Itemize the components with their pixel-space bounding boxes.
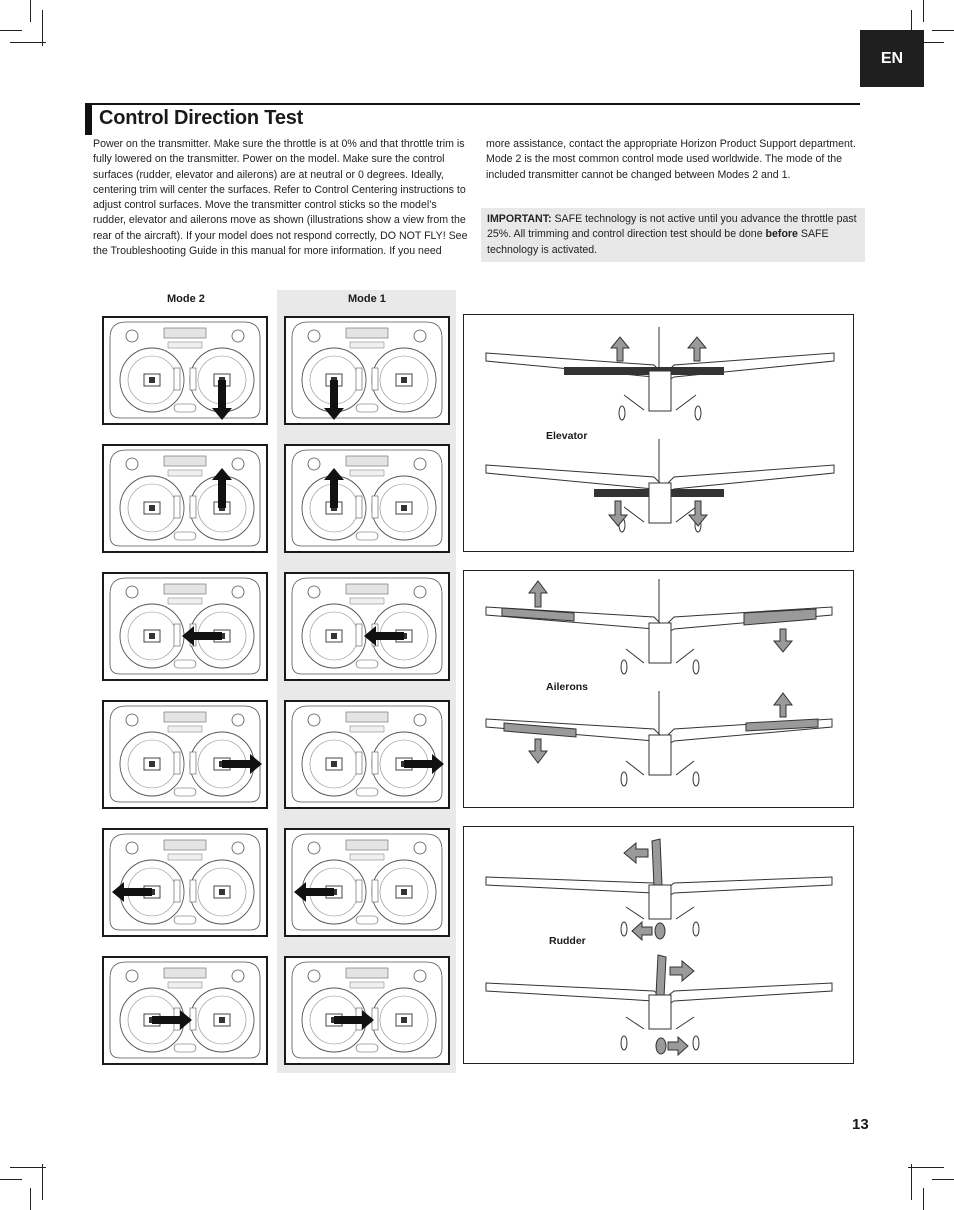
elevator-airplane-views	[464, 315, 855, 553]
page-number: 13	[852, 1116, 869, 1133]
important-label: IMPORTANT:	[487, 213, 552, 225]
airplane-rear-view-rudder-left	[486, 839, 832, 940]
transmitter-mode2-right-stick-left	[102, 572, 268, 681]
transmitter-mode2-left-stick-right	[102, 956, 268, 1065]
stick-arrow-right-stick-left	[286, 574, 448, 679]
airplane-rear-view-rudder-right	[486, 955, 832, 1055]
transmitter-mode1-left-stick-right	[284, 956, 450, 1065]
crop-mark	[911, 1164, 912, 1200]
crop-mark	[932, 30, 954, 31]
stick-arrow-left-stick-left	[104, 830, 266, 935]
transmitter-mode2-left-stick-left	[102, 828, 268, 937]
airplane-rear-view-down	[486, 439, 834, 532]
page-title: Control Direction Test	[99, 107, 303, 130]
crop-mark	[908, 1167, 944, 1168]
mode-2-label: Mode 2	[167, 293, 205, 305]
ailerons-airplane-views	[464, 571, 855, 809]
section-header: Control Direction Test	[85, 103, 860, 133]
airplane-rear-view-right-roll	[486, 691, 832, 786]
title-accent-bar	[85, 105, 92, 135]
elevator-label: Elevator	[546, 430, 587, 442]
important-note: IMPORTANT: SAFE technology is not active…	[481, 208, 865, 262]
elevator-diagram: Elevator	[463, 314, 854, 552]
stick-arrow-right-stick-up	[104, 446, 266, 551]
crop-mark	[10, 1167, 46, 1168]
transmitter-mode1-right-stick-right	[284, 700, 450, 809]
intro-paragraph: Power on the transmitter. Make sure the …	[93, 137, 468, 259]
stick-arrow-left-stick-up	[286, 446, 448, 551]
stick-arrow-right-stick-down	[104, 318, 266, 423]
crop-mark	[923, 0, 924, 22]
stick-arrow-right-stick-left	[104, 574, 266, 679]
crop-mark	[10, 42, 46, 43]
language-badge: EN	[860, 30, 924, 87]
crop-mark	[0, 1179, 22, 1180]
transmitter-mode2-right-stick-up	[102, 444, 268, 553]
transmitter-mode2-right-stick-right	[102, 700, 268, 809]
transmitter-mode1-right-stick-left	[284, 572, 450, 681]
crop-mark	[42, 10, 43, 46]
crop-mark	[42, 1164, 43, 1200]
intro-paragraph-continued: more assistance, contact the appropriate…	[486, 137, 861, 183]
stick-arrow-right-stick-right	[286, 702, 448, 807]
transmitter-mode1-left-stick-up	[284, 444, 450, 553]
transmitter-mode1-left-stick-down	[284, 316, 450, 425]
crop-mark	[932, 1179, 954, 1180]
crop-mark	[30, 1188, 31, 1210]
stick-arrow-left-stick-down	[286, 318, 448, 423]
stick-arrow-left-stick-left	[286, 830, 448, 935]
stick-arrow-left-stick-right	[286, 958, 448, 1063]
rudder-airplane-views	[464, 827, 855, 1065]
airplane-rear-view-left-roll	[486, 579, 832, 674]
transmitter-mode2-right-stick-down	[102, 316, 268, 425]
crop-mark	[30, 0, 31, 22]
airplane-rear-view-up	[486, 327, 834, 420]
ailerons-diagram: Ailerons	[463, 570, 854, 808]
stick-arrow-left-stick-right	[104, 958, 266, 1063]
rudder-diagram: Rudder	[463, 826, 854, 1064]
important-emphasis: before	[766, 228, 798, 240]
stick-arrow-right-stick-right	[104, 702, 266, 807]
mode-1-label: Mode 1	[348, 293, 386, 305]
rudder-label: Rudder	[549, 935, 586, 947]
transmitter-mode1-left-stick-left	[284, 828, 450, 937]
crop-mark	[923, 1188, 924, 1210]
ailerons-label: Ailerons	[546, 681, 588, 693]
crop-mark	[0, 30, 22, 31]
